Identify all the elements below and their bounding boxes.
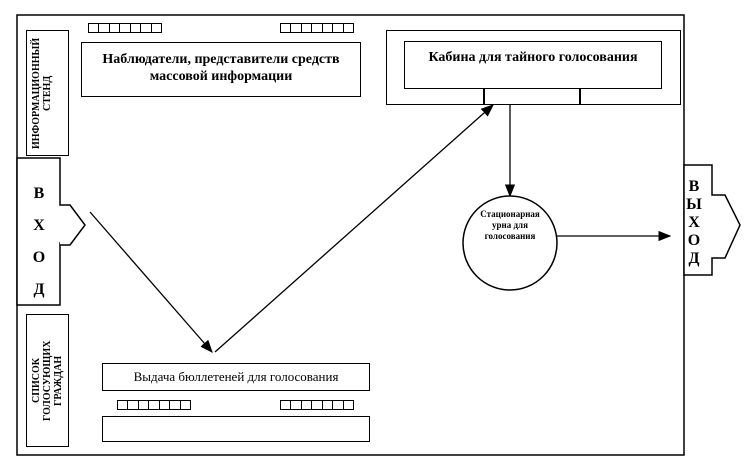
voter-list-box: СПИСОК ГОЛОСУЮЩИХ ГРАЖДАН (26, 314, 69, 447)
chair (118, 401, 129, 409)
exit-letter: О (687, 232, 701, 249)
entrance-label: В Х О Д (24, 178, 54, 306)
chair (323, 401, 334, 409)
arrow-issuance-to-booth (214, 104, 494, 353)
info-stand-box: ИНФОРМАЦИОННЫЙ СТЕНД (26, 30, 69, 156)
voting-booth-label: Кабина для тайного голосования (428, 50, 638, 65)
chair (181, 401, 190, 409)
chair (99, 24, 110, 32)
entrance-letter: Д (33, 281, 45, 298)
voting-booth-outer: Кабина для тайного голосования (386, 30, 681, 105)
chair (312, 401, 323, 409)
exit-shape (683, 164, 741, 276)
chair (281, 24, 292, 32)
observer-chairs-right (280, 23, 354, 33)
arrow-entrance-to-issuance (89, 211, 213, 353)
issuance-label: Выдача бюллетеней для голосования (133, 369, 339, 384)
chair (281, 401, 292, 409)
chair (344, 24, 353, 32)
chair (141, 24, 152, 32)
chair (152, 24, 161, 32)
exit-letter: В (688, 178, 700, 195)
issuance-box: Выдача бюллетеней для голосования (102, 363, 370, 391)
booth-divider (483, 88, 485, 104)
exit-letter: Ы (686, 196, 702, 213)
chair (291, 24, 302, 32)
chair (302, 401, 313, 409)
chair (344, 401, 353, 409)
booth-divider (579, 88, 581, 104)
issuance-table (102, 416, 370, 442)
observer-chairs-left (88, 23, 162, 33)
chair (149, 401, 160, 409)
entrance-arrow-icon (60, 204, 86, 246)
chair (291, 401, 302, 409)
issuance-chairs-left (117, 400, 191, 410)
chair (170, 401, 181, 409)
chair (139, 401, 150, 409)
entrance-letter: Х (33, 217, 45, 234)
urn-circle (462, 195, 558, 291)
observers-label: Наблюдатели, представители средств массо… (102, 52, 340, 84)
chair (120, 24, 131, 32)
chair (89, 24, 100, 32)
exit-label: В Ы Х О Д (680, 178, 708, 268)
voter-list-label: СПИСОК ГОЛОСУЮЩИХ ГРАЖДАН (31, 340, 64, 421)
entrance-letter: В (33, 185, 45, 202)
chair (323, 24, 334, 32)
issuance-chairs-right (280, 400, 354, 410)
chair (312, 24, 323, 32)
entrance-letter: О (32, 249, 46, 266)
chair (302, 24, 313, 32)
exit-letter: Д (688, 250, 700, 267)
chair (110, 24, 121, 32)
urn-label: Стационарная урна для голосования (480, 209, 540, 241)
chair (160, 401, 171, 409)
chair (128, 401, 139, 409)
voting-booth-inner: Кабина для тайного голосования (404, 41, 662, 89)
exit-letter: Х (688, 214, 700, 231)
chair (333, 24, 344, 32)
chair (131, 24, 142, 32)
info-stand-label: ИНФОРМАЦИОННЫЙ СТЕНД (31, 37, 53, 149)
chair (333, 401, 344, 409)
observers-box: Наблюдатели, представители средств массо… (81, 42, 361, 97)
